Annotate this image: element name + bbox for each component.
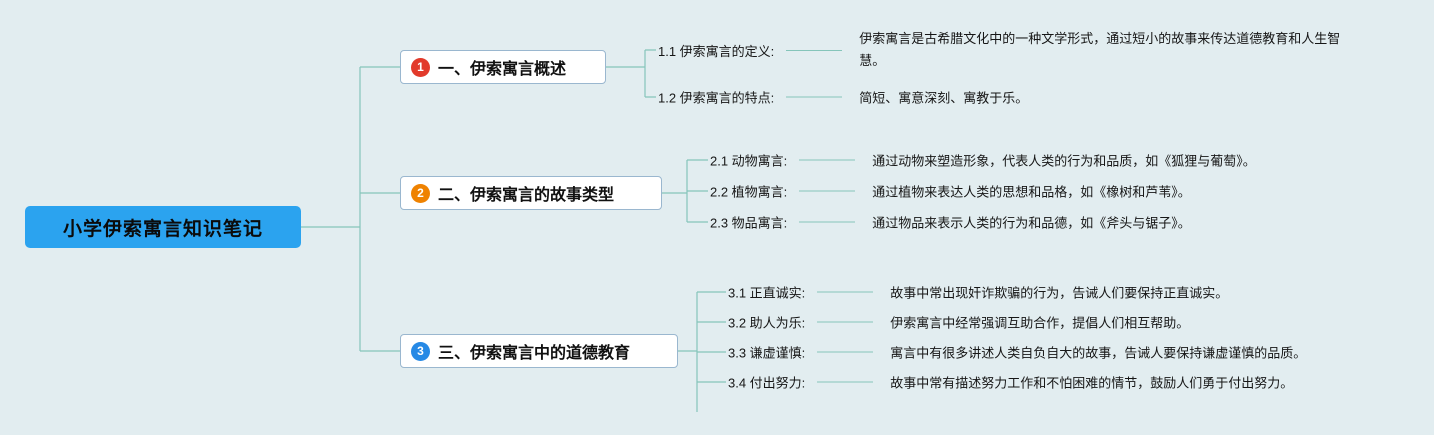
connector-line	[817, 291, 874, 293]
subtopic-row-3-1: 3.1 正直诚实: 故事中常出现奸诈欺骗的行为，告诫人们要保持正直诚实。	[728, 283, 1228, 302]
subtopic-row-3-2: 3.2 助人为乐: 伊索寓言中经常强调互助合作，提倡人们相互帮助。	[728, 313, 1189, 332]
detail-text-3-2[interactable]: 伊索寓言中经常强调互助合作，提倡人们相互帮助。	[890, 315, 1190, 331]
connector-line	[817, 381, 874, 383]
subtopic-label-2-1[interactable]: 2.1 动物寓言:	[710, 153, 788, 169]
subtopic-row-2-2: 2.2 植物寓言: 通过植物来表达人类的思想和品格，如《橡树和芦苇》。	[710, 182, 1191, 201]
connector-line	[799, 221, 856, 223]
edge-branch3-children	[678, 291, 726, 412]
subtopic-label-1-2[interactable]: 1.2 伊索寓言的特点:	[658, 90, 775, 106]
connector-line	[817, 351, 874, 353]
edge-branch2-children	[662, 159, 708, 223]
subtopic-label-3-3[interactable]: 3.3 谦虚谨慎:	[728, 345, 806, 361]
detail-text-1-1[interactable]: 伊索寓言是古希腊文化中的一种文学形式，通过短小的故事来传达道德教育和人生智慧。	[859, 31, 1341, 68]
root-label: 小学伊索寓言知识笔记	[62, 218, 263, 240]
branch-label-3: 三、伊索寓言中的道德教育	[438, 345, 631, 362]
detail-text-2-2[interactable]: 通过植物来表达人类的思想和品格，如《橡树和芦苇》。	[872, 184, 1191, 200]
subtopic-row-3-3: 3.3 谦虚谨慎: 寓言中有很多讲述人类自负自大的故事，告诫人要保持谦虚谨慎的品…	[728, 343, 1306, 362]
subtopic-label-2-3[interactable]: 2.3 物品寓言:	[710, 215, 788, 231]
branch-number-badge-1: 1	[411, 57, 430, 77]
edge-branch1-children	[606, 49, 656, 98]
connector-line	[817, 321, 874, 323]
detail-text-3-4[interactable]: 故事中常有描述努力工作和不怕困难的情节，鼓励人们勇于付出努力。	[890, 375, 1294, 391]
subtopic-row-2-3: 2.3 物品寓言: 通过物品来表示人类的行为和品德，如《斧头与锯子》。	[710, 213, 1191, 232]
detail-text-2-3[interactable]: 通过物品来表示人类的行为和品德，如《斧头与锯子》。	[872, 215, 1191, 231]
connector-line	[799, 159, 856, 161]
branch-node-story-types[interactable]: 2 二、伊索寓言的故事类型	[400, 176, 662, 210]
edge-root-to-branches	[301, 66, 400, 352]
subtopic-row-3-4: 3.4 付出努力: 故事中常有描述努力工作和不怕困难的情节，鼓励人们勇于付出努力…	[728, 373, 1293, 392]
subtopic-label-3-1[interactable]: 3.1 正直诚实:	[728, 285, 806, 301]
branch-number-badge-3: 3	[411, 341, 430, 361]
branch-label-2: 二、伊索寓言的故事类型	[438, 187, 615, 204]
branch-node-moral-education[interactable]: 3 三、伊索寓言中的道德教育	[400, 334, 678, 368]
branch-node-overview[interactable]: 1 一、伊索寓言概述	[400, 50, 606, 84]
subtopic-row-1-1: 1.1 伊索寓言的定义: 伊索寓言是古希腊文化中的一种文学形式，通过短小的故事来…	[658, 28, 1361, 72]
detail-text-1-2[interactable]: 简短、寓意深刻、寓教于乐。	[859, 90, 1029, 106]
subtopic-row-1-2: 1.2 伊索寓言的特点: 简短、寓意深刻、寓教于乐。	[658, 88, 1028, 107]
connector-line	[786, 96, 843, 98]
detail-text-3-3[interactable]: 寓言中有很多讲述人类自负自大的故事，告诫人要保持谦虚谨慎的品质。	[890, 345, 1307, 361]
root-node[interactable]: 小学伊索寓言知识笔记	[25, 206, 301, 248]
connector-line	[786, 49, 843, 51]
subtopic-label-2-2[interactable]: 2.2 植物寓言:	[710, 184, 788, 200]
subtopic-label-1-1[interactable]: 1.1 伊索寓言的定义:	[658, 43, 775, 59]
subtopic-label-3-2[interactable]: 3.2 助人为乐:	[728, 315, 806, 331]
detail-text-2-1[interactable]: 通过动物来塑造形象，代表人类的行为和品质，如《狐狸与葡萄》。	[872, 153, 1256, 169]
detail-text-3-1[interactable]: 故事中常出现奸诈欺骗的行为，告诫人们要保持正直诚实。	[890, 285, 1229, 301]
branch-label-1: 一、伊索寓言概述	[438, 61, 567, 78]
subtopic-row-2-1: 2.1 动物寓言: 通过动物来塑造形象，代表人类的行为和品质，如《狐狸与葡萄》。	[710, 151, 1256, 170]
subtopic-label-3-4[interactable]: 3.4 付出努力:	[728, 375, 806, 391]
branch-number-badge-2: 2	[411, 183, 430, 203]
connector-line	[799, 190, 856, 192]
